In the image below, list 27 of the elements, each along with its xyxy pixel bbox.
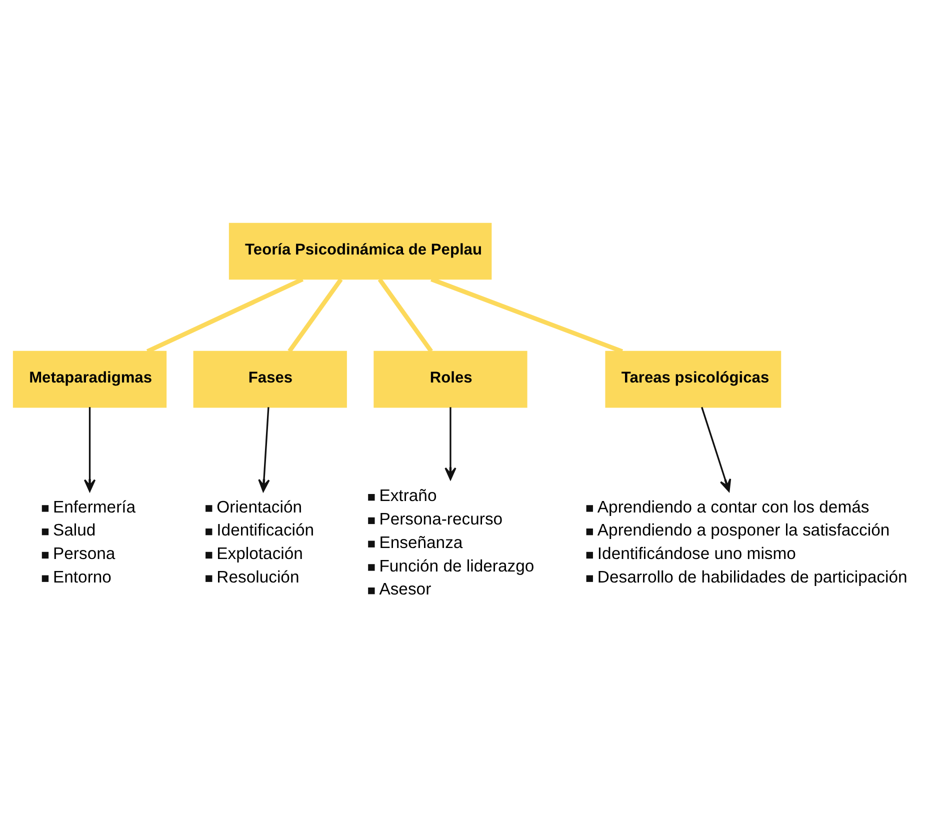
node-label: Persona-recurso <box>379 510 503 529</box>
node-label: Extraño <box>379 486 437 506</box>
connector <box>430 277 624 354</box>
node-label: Función de liderazgo <box>379 556 534 576</box>
connector <box>288 278 343 353</box>
node-label: Persona <box>53 544 116 564</box>
node-box: Tareas psicológicas <box>605 350 782 408</box>
arrow <box>258 407 270 492</box>
node-box: Teoría Psicodinámica de Peplau <box>228 222 492 280</box>
node-label: Entorno <box>53 567 112 586</box>
node-box: Fases <box>193 350 347 408</box>
node-text: Aprendiendo a contar con los demás Aprendiendo a posponer la satisfacción Identificándose uno mismo Desarrollo de habilidades de participación <box>597 497 908 586</box>
arrow <box>84 407 96 492</box>
arrow <box>444 407 456 480</box>
connector <box>146 277 304 354</box>
node-label: Asesor <box>379 580 432 599</box>
node-label: Explotación <box>216 544 303 564</box>
node-label: Salud <box>53 520 96 540</box>
node-label: Identificación <box>216 520 314 540</box>
connector <box>378 278 433 353</box>
node-label: Enfermería <box>53 497 136 516</box>
arrow <box>701 406 732 492</box>
node-label: Enseñanza <box>379 532 463 552</box>
node-box: Roles <box>374 350 528 408</box>
node-label: Resolución <box>216 567 300 586</box>
node-box: Metaparadigmas <box>12 350 167 408</box>
node-label: Orientación <box>216 497 302 516</box>
